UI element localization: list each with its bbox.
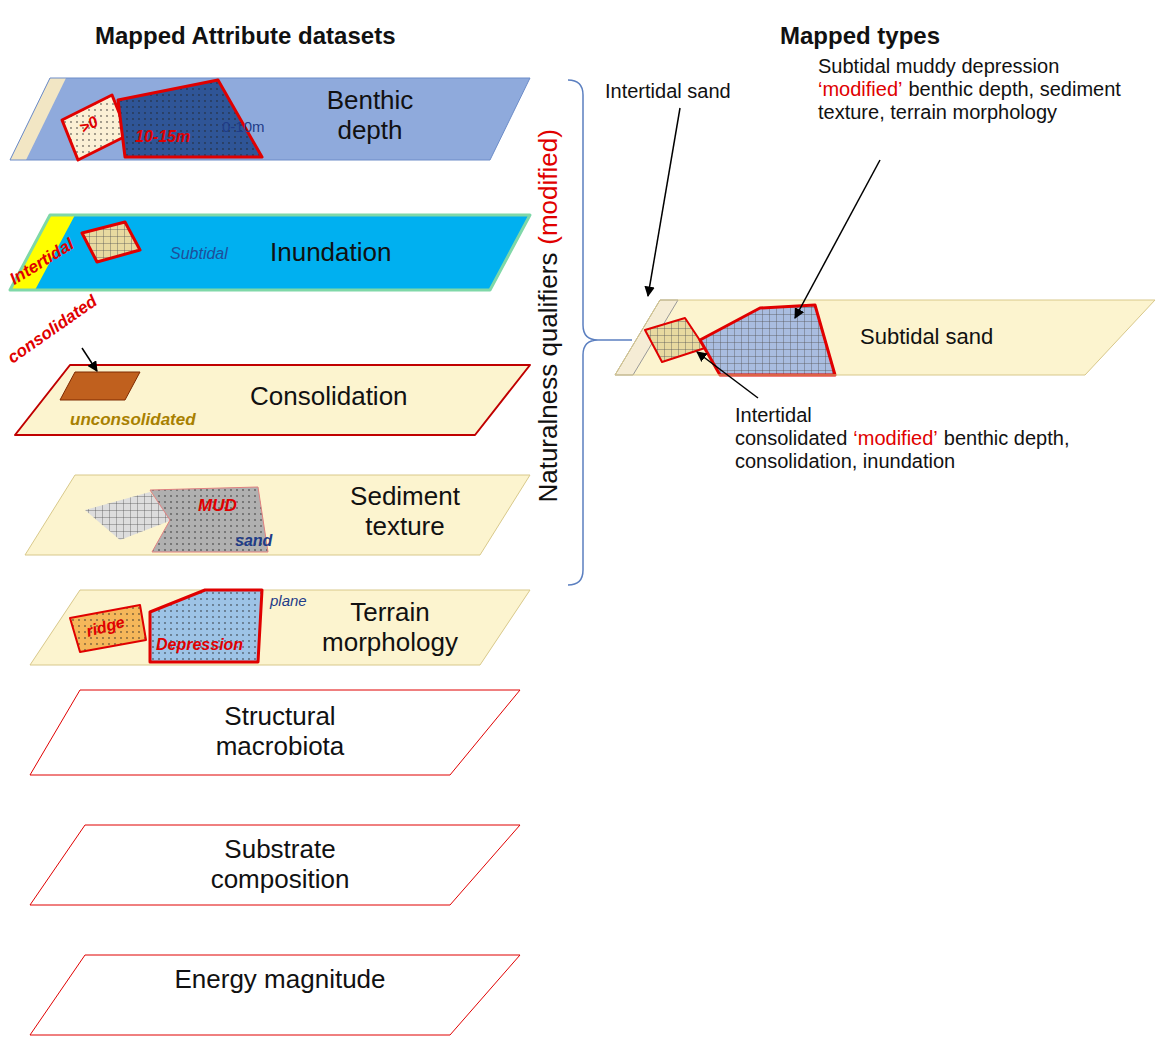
region-texture	[82, 222, 140, 262]
inner-zone	[10, 78, 66, 160]
region-fill	[70, 605, 146, 652]
map-region: Depression	[150, 590, 262, 662]
inner-texture	[700, 305, 835, 375]
callout-group: Subtidal muddy depression‘modified’benth…	[818, 55, 1148, 124]
region-border	[30, 955, 520, 1035]
section-heading: Mapped types	[780, 22, 940, 50]
region-texture	[150, 590, 262, 662]
region-fill	[30, 825, 520, 905]
callout-text: ‘modified’	[853, 427, 937, 449]
region-fill	[25, 475, 530, 555]
region-border	[615, 300, 1155, 375]
attribute-class: plane	[270, 592, 307, 609]
region-border	[30, 825, 520, 905]
inner-outline	[700, 305, 835, 375]
region-border	[150, 487, 268, 552]
layer-panel: Sediment texture sand MUD	[25, 475, 530, 555]
region-fill	[10, 78, 530, 160]
layer-panel: Substrate composition	[30, 825, 520, 905]
region-outline	[60, 372, 140, 400]
section-heading: Mapped Attribute datasets	[95, 22, 395, 50]
layer-panel: Structural macrobiota	[30, 690, 520, 775]
attribute-class: unconsolidated	[70, 410, 196, 430]
qualifier-brace	[568, 80, 598, 585]
layer-title: MUD	[198, 496, 237, 516]
leader-arrow	[82, 348, 97, 371]
region-border	[25, 475, 530, 555]
layer-title: Subtidal sand	[860, 324, 993, 349]
layer-panel: Subtidal sand	[615, 300, 1155, 375]
region-fill	[150, 590, 262, 662]
region-outline	[82, 222, 140, 262]
layer-title: Consolidation	[250, 382, 408, 412]
layer-title: Substrate composition	[170, 835, 390, 895]
callout-group: Naturalness qualifiers (modified)	[533, 121, 563, 502]
brace-link	[598, 339, 632, 341]
attribute-class: Subtidal	[170, 245, 228, 263]
region-border	[30, 690, 520, 775]
map-region: ridge	[70, 605, 146, 652]
callout-text: Intertidal sand	[605, 80, 731, 103]
region-fill	[60, 372, 140, 400]
region-border	[70, 605, 146, 652]
region-fill	[15, 365, 530, 435]
layer-title: Inundation	[270, 238, 391, 268]
region-border	[15, 365, 530, 435]
region-border	[10, 215, 530, 290]
callout-text: Subtidal muddy depression	[818, 55, 1142, 78]
inner-outline	[645, 318, 705, 362]
leader-arrow	[697, 352, 758, 398]
inner-texture	[645, 318, 705, 362]
layer-panel: Terrain morphologyplane ridgeDepression	[30, 590, 530, 665]
layer-title: Structural macrobiota	[170, 702, 390, 762]
callout-text: Intertidal consolidated	[735, 404, 847, 449]
layer-panel: Consolidation unconsolidated consolidated	[15, 365, 530, 435]
layer-panel: Energy magnitude	[30, 955, 520, 1035]
inner-zone	[645, 318, 705, 362]
layer-title: Benthic depth	[300, 86, 440, 146]
region-fill	[150, 487, 268, 552]
region-border	[150, 590, 262, 662]
region-fill	[10, 215, 530, 290]
map-region: Intertidal	[82, 222, 140, 262]
region-border	[82, 222, 140, 262]
callout-text: Naturalness qualifiers	[532, 253, 562, 503]
layer-title: Energy magnitude	[170, 965, 390, 995]
callout-group: Intertidal consolidated‘modified’benthic…	[735, 404, 1085, 473]
layer-title: Sediment texture	[330, 482, 480, 542]
region-fill	[118, 80, 262, 157]
layer-title: Terrain morphology	[300, 598, 480, 658]
inner-zone	[700, 305, 835, 375]
layer-panel: Inundation Subtidal Intertidal	[10, 215, 530, 290]
region-border	[60, 372, 140, 400]
region-border	[30, 590, 530, 665]
layer-title: 10-15m	[135, 128, 190, 146]
region-border	[10, 78, 530, 160]
attribute-class: sand	[235, 532, 272, 550]
attribute-class: 0-10m	[222, 118, 265, 135]
region-texture	[118, 80, 262, 157]
layer-panel: Benthic depth0-10m>010-15m	[10, 78, 530, 160]
region-border	[118, 80, 262, 157]
region-fill	[615, 300, 1155, 375]
layer-title: Depression	[156, 636, 243, 654]
layer-title: consolidated	[4, 292, 100, 368]
region-fill	[30, 955, 520, 1035]
callout-text: ‘modified’	[818, 78, 902, 100]
region-texture	[70, 605, 146, 652]
leader-arrow	[795, 160, 880, 318]
region-fill	[30, 590, 530, 665]
callout-text: (modified)	[532, 129, 562, 245]
region-texture	[150, 487, 268, 552]
region-fill	[82, 222, 140, 262]
map-region: consolidated	[60, 372, 140, 400]
region-fill	[30, 690, 520, 775]
leader-arrow	[648, 108, 680, 296]
